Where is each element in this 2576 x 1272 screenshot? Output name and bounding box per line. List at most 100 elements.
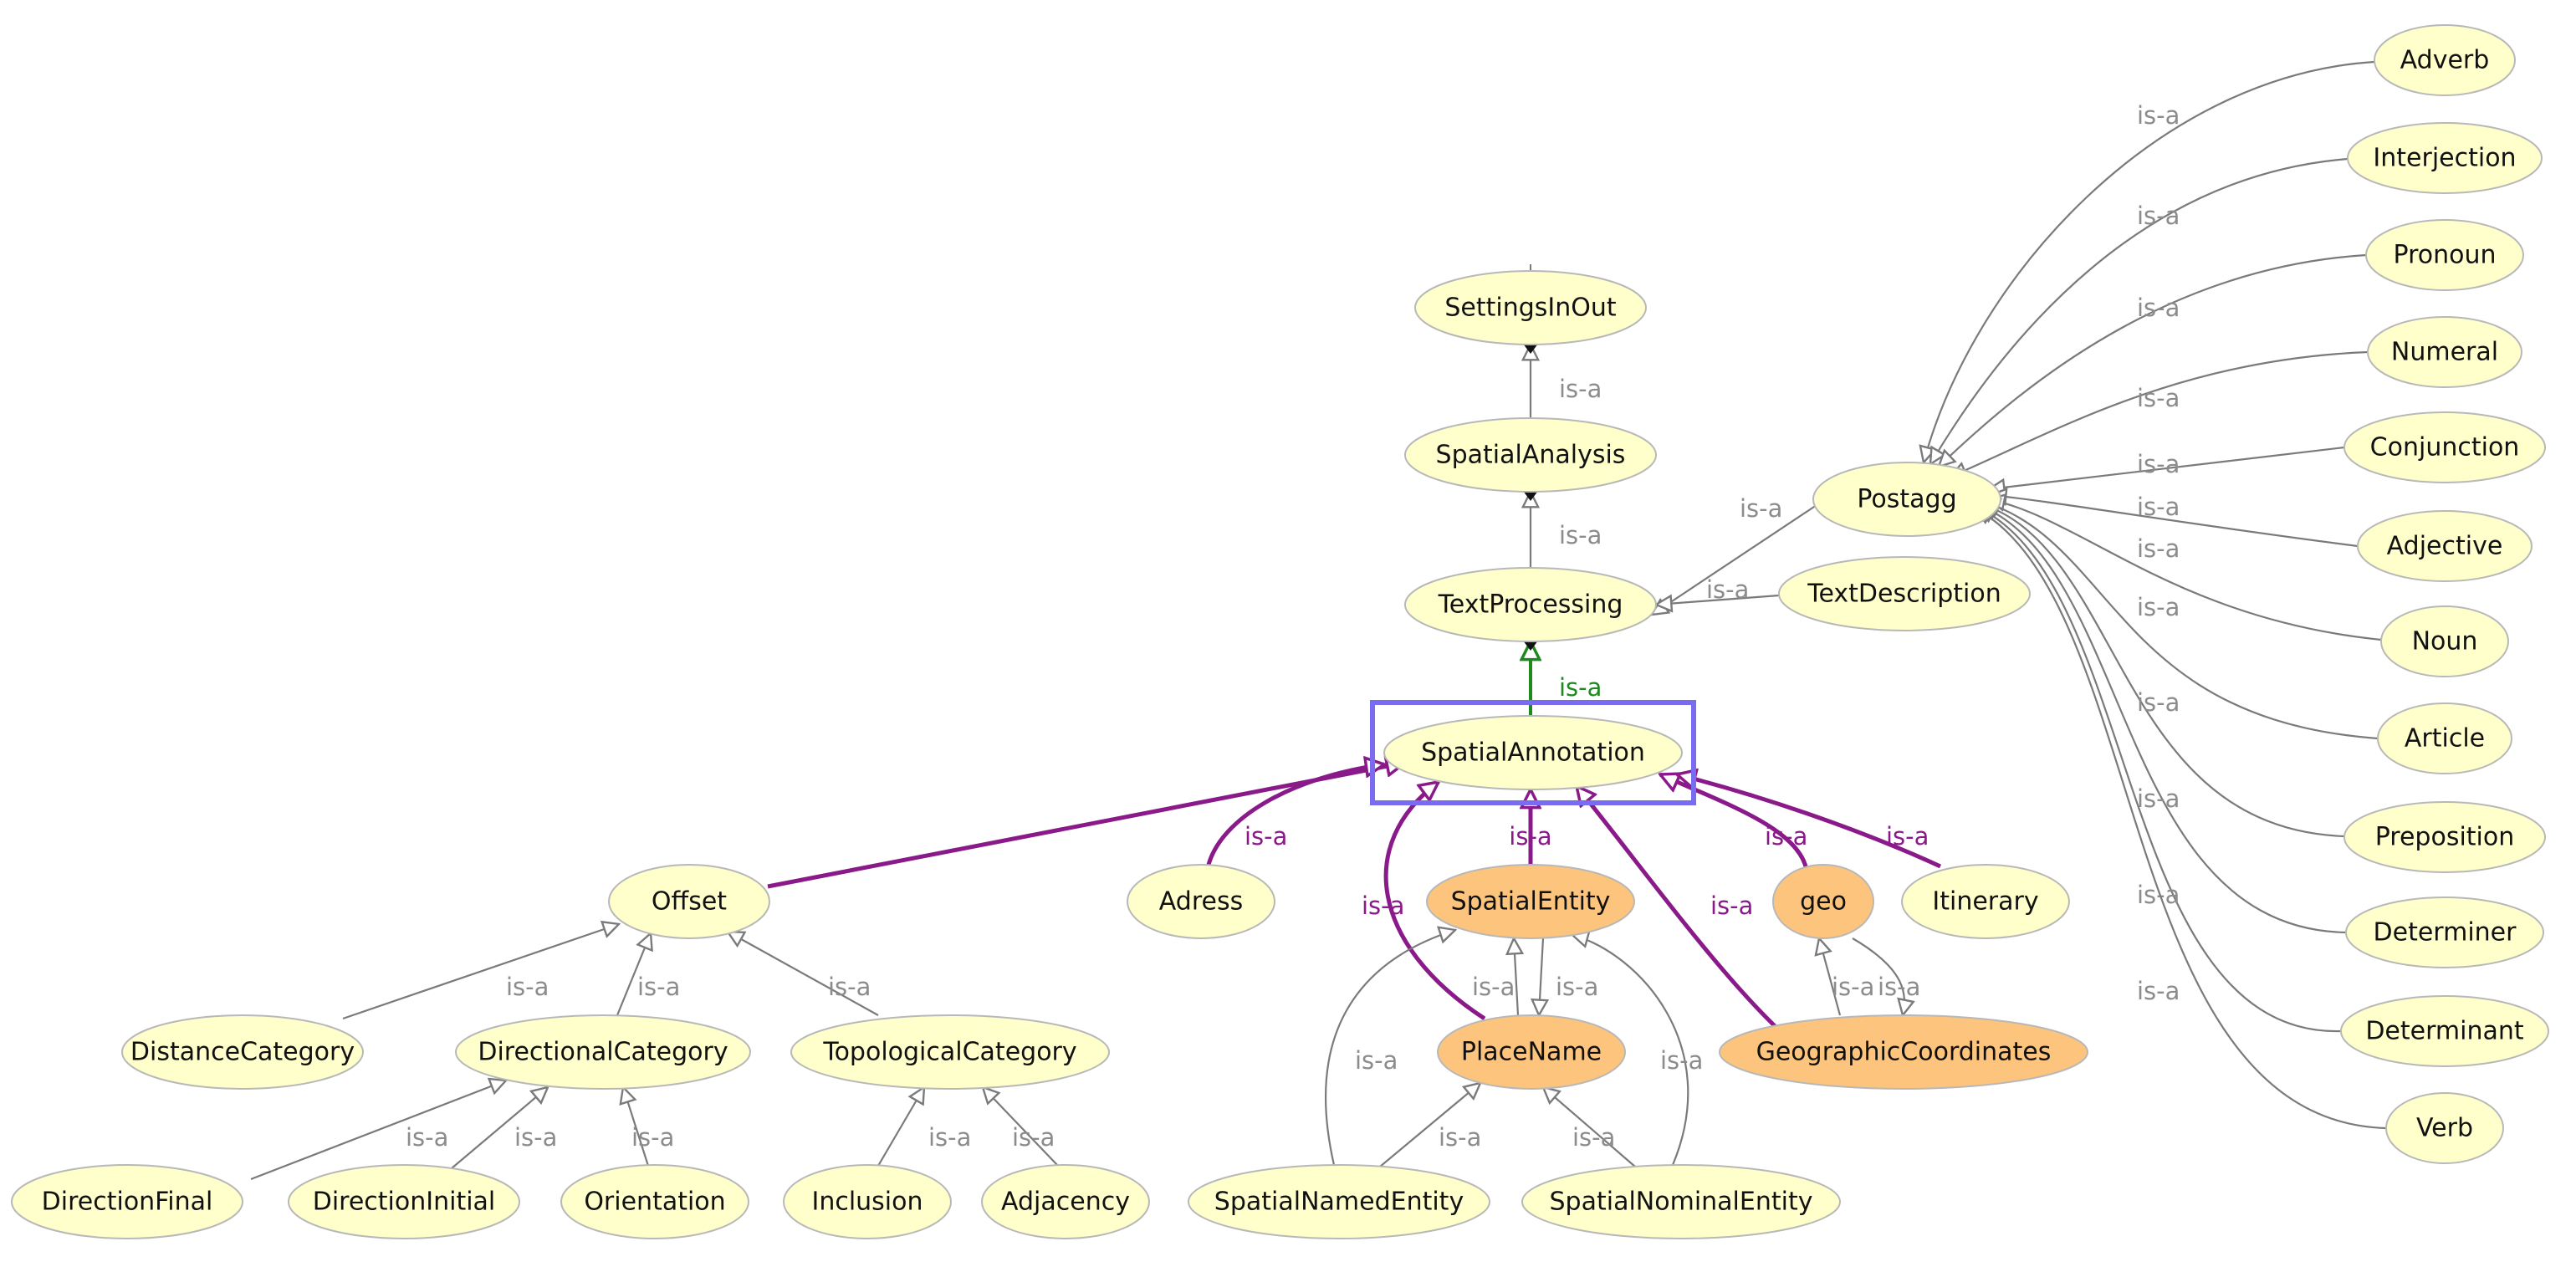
edge-label-interjection-to-postagg: is-a <box>2137 202 2180 230</box>
node-conjunction[interactable]: Conjunction <box>2343 411 2546 483</box>
node-label: SettingsInOut <box>1444 294 1617 323</box>
edge-label-preposition-to-postagg: is-a <box>2137 688 2180 717</box>
node-spatialnamedentity[interactable]: SpatialNamedEntity <box>1188 1164 1490 1239</box>
node-numeral[interactable]: Numeral <box>2367 316 2522 388</box>
node-label: Itinerary <box>1932 887 2038 917</box>
node-postagg[interactable]: Postagg <box>1812 462 2001 537</box>
node-directioninitial[interactable]: DirectionInitial <box>288 1164 520 1239</box>
edge-adjective-to-postagg <box>1991 495 2359 548</box>
node-shape <box>2380 605 2509 677</box>
node-spatialannotation[interactable]: SpatialAnnotation <box>1383 715 1683 790</box>
edge-label-spatialannotation-to-textprocessing: is-a <box>1559 673 1602 702</box>
edge-label-verb-to-postagg: is-a <box>2137 977 2180 1005</box>
edge-conjunction-to-postagg <box>1989 446 2345 489</box>
node-adverb[interactable]: Adverb <box>2374 24 2516 96</box>
node-label: SpatialNamedEntity <box>1214 1188 1464 1217</box>
node-offset[interactable]: Offset <box>608 864 770 939</box>
node-label: Orientation <box>584 1188 725 1217</box>
node-label: geo <box>1800 887 1847 917</box>
node-label: Inclusion <box>811 1188 923 1217</box>
node-article[interactable]: Article <box>2377 702 2512 774</box>
node-label: Conjunction <box>2370 433 2520 462</box>
node-geo[interactable]: geo <box>1772 864 1874 939</box>
edge-directionfinal-to-directionalcategory <box>250 1080 506 1181</box>
node-label: Article <box>2405 724 2485 753</box>
node-directionfinal[interactable]: DirectionFinal <box>11 1164 243 1239</box>
node-placename[interactable]: PlaceName <box>1437 1014 1626 1090</box>
node-adjective[interactable]: Adjective <box>2357 510 2533 582</box>
edge-spatialnamedentity-to-placename <box>1379 1083 1480 1167</box>
edge-label-geo-to-spatialannotation: is-a <box>1765 822 1807 851</box>
edge-label-inclusion-to-topologicalcategory: is-a <box>928 1123 971 1152</box>
node-geographiccoordinates[interactable]: GeographicCoordinates <box>1719 1014 2088 1090</box>
node-noun[interactable]: Noun <box>2380 605 2509 677</box>
node-settingsinout[interactable]: SettingsInOut <box>1414 270 1647 345</box>
node-adress[interactable]: Adress <box>1127 864 1275 939</box>
node-interjection[interactable]: Interjection <box>2347 122 2543 194</box>
node-determiner[interactable]: Determiner <box>2345 897 2544 968</box>
node-shape <box>11 1164 243 1239</box>
node-orientation[interactable]: Orientation <box>560 1164 749 1239</box>
node-inclusion[interactable]: Inclusion <box>783 1164 952 1239</box>
node-shape <box>608 864 770 939</box>
node-label: Preposition <box>2375 823 2515 852</box>
node-spatialnominalentity[interactable]: SpatialNominalEntity <box>1521 1164 1841 1239</box>
node-topologicalcategory[interactable]: TopologicalCategory <box>790 1014 1110 1090</box>
edge-label-spatialentity-to-spatialannotation: is-a <box>1509 822 1551 851</box>
node-label: DistanceCategory <box>130 1038 355 1067</box>
edge-label-adjective-to-postagg: is-a <box>2137 493 2180 521</box>
node-determinant[interactable]: Determinant <box>2340 995 2549 1067</box>
edge-label-spatialnamedentity-to-spatialentity: is-a <box>1355 1046 1398 1075</box>
node-label: Offset <box>652 887 727 917</box>
node-itinerary[interactable]: Itinerary <box>1901 864 2070 939</box>
node-shape <box>790 1014 1110 1090</box>
edge-label-directionalcategory-to-offset: is-a <box>637 973 680 1001</box>
node-spatialentity[interactable]: SpatialEntity <box>1426 864 1635 939</box>
edge-adverb-to-postagg <box>1924 60 2375 462</box>
node-shape <box>2365 219 2524 291</box>
edge-determinant-to-postagg <box>1978 508 2342 1033</box>
selection-layer <box>1370 700 1696 805</box>
edge-label-numeral-to-postagg: is-a <box>2137 384 2180 412</box>
selection-box <box>1370 700 1696 805</box>
edge-directioninitial-to-directionalcategory <box>451 1087 548 1169</box>
edge-label-spatialnamedentity-to-placename: is-a <box>1439 1123 1481 1152</box>
node-label: SpatialAnnotation <box>1421 738 1645 768</box>
edge-numeral-to-postagg <box>1950 350 2369 477</box>
edge-label-pronoun-to-postagg: is-a <box>2137 294 2180 322</box>
node-directionalcategory[interactable]: DirectionalCategory <box>455 1014 751 1090</box>
node-shape <box>2377 702 2512 774</box>
node-label: PlaceName <box>1461 1038 1602 1067</box>
node-shape <box>2345 897 2544 968</box>
edge-postagg-to-textprocessing <box>1652 504 1817 615</box>
edge-label-geographiccoordinates-to-geo: is-a <box>1832 973 1874 1001</box>
node-label: TextDescription <box>1807 580 2001 609</box>
node-shape <box>1188 1164 1490 1239</box>
nodes-layer: SettingsInOutSpatialAnalysisTextProcessi… <box>11 24 2549 1239</box>
node-spatialanalysis[interactable]: SpatialAnalysis <box>1404 417 1657 493</box>
edge-placename-to-spatialannotation <box>1383 782 1486 1021</box>
edge-spatialnamedentity-to-spatialentity <box>1325 930 1455 1166</box>
node-preposition[interactable]: Preposition <box>2343 801 2546 873</box>
node-verb[interactable]: Verb <box>2385 1092 2504 1164</box>
edge-directionalcategory-to-offset <box>616 933 651 1016</box>
node-shape <box>2385 1092 2504 1164</box>
edge-label-orientation-to-directionalcategory: is-a <box>631 1123 674 1152</box>
node-pronoun[interactable]: Pronoun <box>2365 219 2524 291</box>
node-shape <box>1383 715 1683 790</box>
edge-label-adress-to-spatialannotation: is-a <box>1245 822 1287 851</box>
node-label: Determiner <box>2374 918 2517 948</box>
node-label: Determinant <box>2365 1017 2524 1046</box>
node-label: Interjection <box>2373 144 2516 173</box>
node-adjacency[interactable]: Adjacency <box>981 1164 1150 1239</box>
node-textprocessing[interactable]: TextProcessing <box>1404 567 1657 642</box>
node-distancecategory[interactable]: DistanceCategory <box>121 1014 364 1090</box>
node-shape <box>2343 411 2546 483</box>
node-shape <box>981 1164 1150 1239</box>
apex-marker-icon <box>1523 344 1538 354</box>
node-shape <box>1404 567 1657 642</box>
node-label: DirectionFinal <box>42 1188 213 1217</box>
edge-topologicalcategory-to-offset <box>728 932 879 1016</box>
node-textdescription[interactable]: TextDescription <box>1778 556 2031 631</box>
node-shape <box>1772 864 1874 939</box>
